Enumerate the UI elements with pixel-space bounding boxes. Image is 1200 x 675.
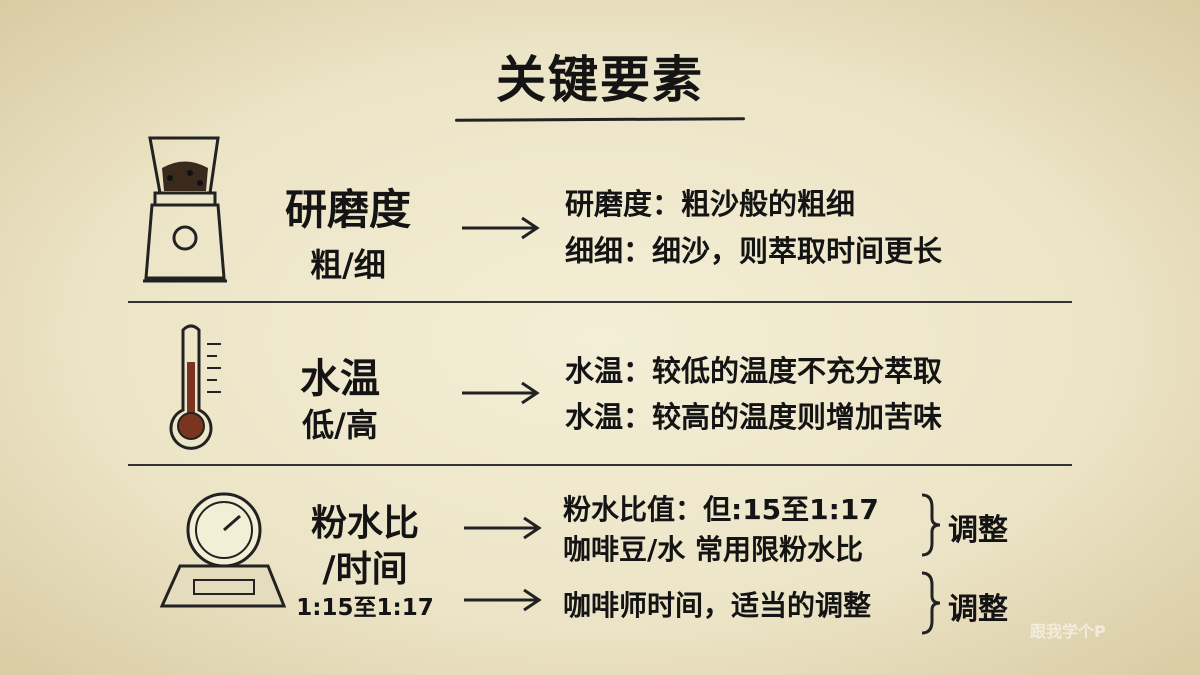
grind-label: 研磨度 <box>284 185 411 234</box>
arrow-icon <box>464 588 542 612</box>
temp-label: 水温 <box>300 356 380 402</box>
coffee-grinder-icon <box>143 136 227 283</box>
arrow-icon <box>462 381 540 405</box>
ratio-line-1: 粉水比值：但:15至1:17 <box>563 493 879 526</box>
adjust-note-1: 调整 <box>948 513 1008 548</box>
grind-sub: 粗/细 <box>310 246 386 284</box>
ratio-sub: /时间 <box>322 549 408 590</box>
divider <box>128 301 1072 303</box>
ratio-range: 1:15至1:17 <box>296 595 434 621</box>
ratio-line-3: 咖啡师时间，适当的调整 <box>563 589 872 622</box>
title-underline <box>454 117 746 122</box>
ratio-label: 粉水比 <box>310 503 419 544</box>
kitchen-scale-icon <box>159 492 287 608</box>
grind-line-1: 研磨度：粗沙般的粗细 <box>565 187 856 221</box>
arrow-icon <box>462 216 540 240</box>
temp-line-2: 水温：较高的温度则增加苦味 <box>565 400 943 434</box>
temp-line-1: 水温：较低的温度不充分萃取 <box>565 354 943 388</box>
adjust-note-2: 调整 <box>948 592 1008 627</box>
page-title: 关键要素 <box>496 51 704 109</box>
ratio-line-2: 咖啡豆/水 常用限粉水比 <box>563 533 863 566</box>
thermometer-icon <box>169 324 221 450</box>
watermark: 跟我学个P <box>1030 622 1106 641</box>
temp-sub: 低/高 <box>302 406 378 444</box>
grind-line-2: 细细：细沙，则萃取时间更长 <box>565 234 943 268</box>
divider <box>128 464 1072 466</box>
arrow-icon <box>464 516 542 540</box>
brace-icon <box>921 571 941 635</box>
brace-icon <box>921 493 941 557</box>
